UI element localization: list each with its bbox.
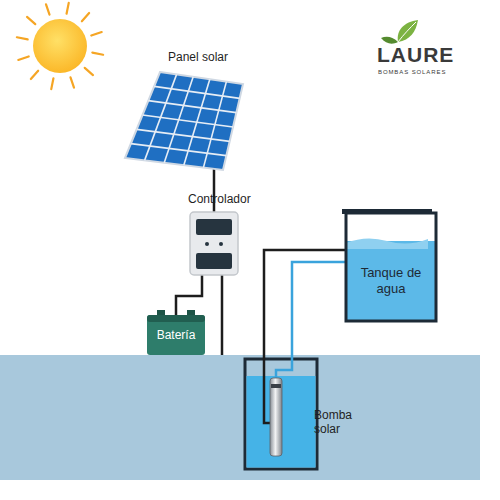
pump-body bbox=[270, 378, 282, 456]
panel-frame bbox=[125, 72, 243, 170]
sun-ray bbox=[91, 32, 101, 35]
solar-panel: Panel solar bbox=[125, 70, 245, 172]
panel-grid bbox=[148, 101, 236, 113]
pump-band bbox=[271, 384, 281, 388]
node-text: Tanque de agua bbox=[350, 265, 432, 296]
water-wave bbox=[346, 238, 428, 249]
controller-body bbox=[190, 212, 238, 275]
pump-shape bbox=[268, 378, 284, 456]
well bbox=[245, 359, 317, 469]
battery-top bbox=[147, 315, 205, 322]
ground bbox=[0, 355, 480, 480]
sun-ray bbox=[18, 56, 28, 59]
brand-tagline: BOMBAS SOLARES bbox=[378, 69, 446, 75]
display bbox=[196, 219, 232, 235]
sun-ray bbox=[82, 13, 89, 21]
display bbox=[196, 253, 232, 269]
controller-shape bbox=[190, 212, 238, 275]
logo-leaf bbox=[381, 20, 418, 44]
ground-wire bbox=[221, 275, 224, 355]
well-water bbox=[247, 376, 316, 468]
panel-grid bbox=[137, 129, 230, 141]
sun-ray bbox=[17, 37, 28, 39]
sun-ray bbox=[67, 3, 69, 14]
battery-body bbox=[147, 315, 205, 355]
node-heading: Panel solar bbox=[168, 50, 288, 64]
tank-water bbox=[346, 241, 436, 321]
sun-ray bbox=[27, 17, 35, 24]
panel-grid bbox=[143, 115, 234, 127]
controller: Controlador bbox=[190, 212, 238, 275]
water-tank: Tanque de agua bbox=[346, 213, 436, 321]
sun-ray bbox=[51, 78, 53, 89]
sun bbox=[33, 19, 87, 73]
water-pipe bbox=[276, 262, 346, 378]
sun-ray bbox=[92, 53, 103, 55]
battery: Batería bbox=[147, 315, 205, 355]
sun-ray bbox=[31, 71, 38, 79]
tank-outline bbox=[346, 213, 436, 321]
panel-grid bbox=[131, 144, 227, 156]
node-text: Batería bbox=[153, 328, 200, 342]
pump: Bomba solar bbox=[268, 378, 284, 456]
node-heading: Controlador bbox=[188, 192, 236, 206]
sun-rays bbox=[17, 3, 103, 89]
brand-name: LAURE bbox=[377, 44, 454, 65]
sun-ray bbox=[85, 68, 93, 75]
sun-ray bbox=[70, 77, 73, 87]
node-heading: Bomba solar bbox=[314, 408, 376, 437]
button bbox=[205, 242, 209, 246]
tank-body bbox=[346, 213, 436, 321]
solar-panel-shape bbox=[125, 70, 245, 172]
sun-ray bbox=[46, 4, 49, 14]
cable bbox=[176, 275, 202, 315]
tank-lid bbox=[342, 209, 432, 214]
panel-grid bbox=[154, 86, 239, 98]
button bbox=[219, 242, 223, 246]
